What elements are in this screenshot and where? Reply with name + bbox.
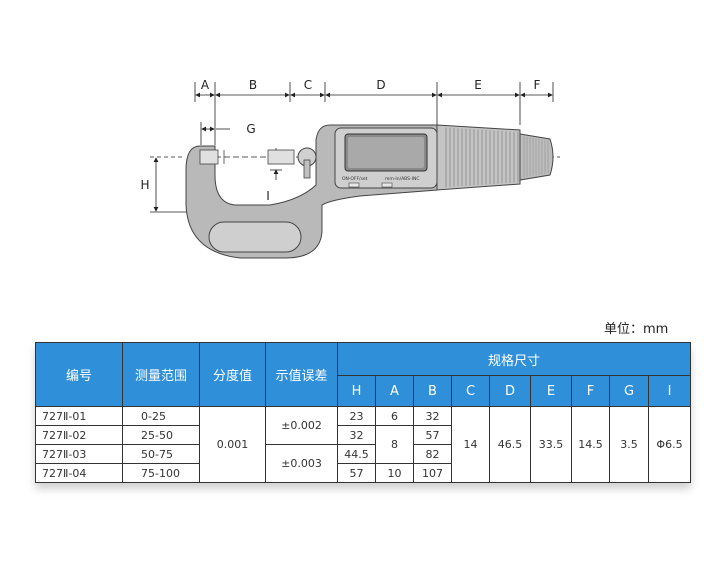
cell-model: 727Ⅱ-04 [35, 463, 123, 483]
header-range: 测量范围 [122, 342, 200, 407]
header-H: H [337, 375, 376, 407]
cell-range: 50-75 [122, 444, 200, 464]
anvil [199, 149, 219, 165]
cell-B: 82 [413, 444, 452, 464]
table-row: 727Ⅱ-04 75-100 57 10 107 [35, 463, 691, 483]
frame-grip [208, 221, 302, 253]
cell-A: 10 [375, 463, 414, 483]
spindle [267, 149, 295, 165]
cell-H: 44.5 [337, 444, 376, 464]
cell-A: 6 [375, 406, 414, 426]
button-onoff [348, 182, 360, 188]
thimble [436, 124, 521, 191]
label-G: G [246, 122, 255, 136]
header-I: I [648, 375, 691, 407]
cell-range: 0-25 [122, 406, 200, 426]
cell-D: 46.5 [489, 406, 531, 483]
cell-C: 14 [451, 406, 490, 483]
cell-H: 23 [337, 406, 376, 426]
lcd-label-mm: mm-In/ABS-INC [385, 176, 420, 182]
label-F: F [534, 78, 541, 92]
cell-resolution: 0.001 [199, 406, 266, 483]
cell-model: 727Ⅱ-02 [35, 425, 123, 445]
cell-range: 25-50 [122, 425, 200, 445]
header-error: 示值误差 [265, 342, 338, 407]
cell-error: ±0.002 [265, 406, 338, 445]
cell-E: 33.5 [530, 406, 572, 483]
label-E: E [474, 78, 482, 92]
spec-table: 编号 测量范围 分度值 示值误差 规格尺寸 H A B C D E F G I … [35, 342, 691, 483]
header-G: G [609, 375, 649, 407]
cell-B: 32 [413, 406, 452, 426]
header-E: E [530, 375, 572, 407]
cell-error: ±0.003 [265, 444, 338, 483]
label-D: D [376, 78, 385, 92]
label-C: C [304, 78, 312, 92]
cell-H: 32 [337, 425, 376, 445]
table-row: 727Ⅱ-01 0-25 0.001 ±0.002 23 6 32 14 46.… [35, 406, 691, 483]
label-A: A [201, 78, 210, 92]
cell-G: 3.5 [609, 406, 649, 483]
button-mode [381, 182, 393, 188]
cell-model: 727Ⅱ-03 [35, 444, 123, 464]
lcd-label-onoff: ON·OFF/set [342, 176, 368, 182]
table-row: 727Ⅱ-02 25-50 32 8 57 [35, 425, 691, 464]
unit-label: 单位：mm [604, 322, 669, 337]
header-F: F [571, 375, 610, 407]
header-B: B [413, 375, 452, 407]
label-I: I [266, 189, 270, 203]
header-C: C [451, 375, 490, 407]
cell-I: Φ6.5 [648, 406, 691, 483]
header-A: A [375, 375, 414, 407]
cell-B: 107 [413, 463, 452, 483]
extension-lines [194, 82, 554, 145]
header-model: 编号 [35, 342, 123, 407]
cell-range: 75-100 [122, 463, 200, 483]
cell-F: 14.5 [571, 406, 610, 483]
cell-model: 727Ⅱ-01 [35, 406, 123, 426]
label-B: B [249, 78, 257, 92]
header-dimensions: 规格尺寸 [337, 342, 691, 376]
header-D: D [489, 375, 531, 407]
cell-A: 8 [375, 425, 414, 464]
cell-B: 57 [413, 425, 452, 445]
cell-H: 57 [337, 463, 376, 483]
micrometer-diagram: ON·OFF/set mm-In/ABS-INC A B C D E F G H… [140, 78, 560, 259]
header-resolution: 分度值 [199, 342, 266, 407]
label-H: H [140, 178, 149, 192]
